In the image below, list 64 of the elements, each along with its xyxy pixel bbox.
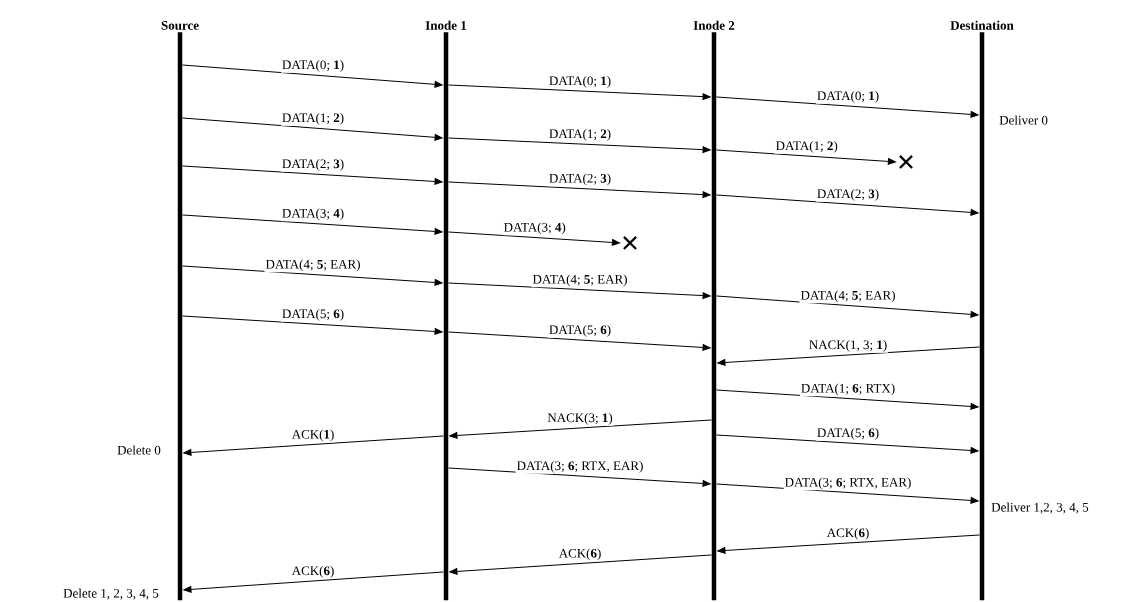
arrow <box>449 554 713 575</box>
edge-label: DATA(1; 2) <box>280 112 346 126</box>
edge-label: ACK(6) <box>557 547 603 562</box>
arrow <box>717 346 981 366</box>
arrow <box>717 534 981 554</box>
edge-label: ACK(1) <box>290 428 336 443</box>
arrow <box>715 483 979 504</box>
edge-label: DATA(2; 3) <box>280 158 346 172</box>
edge-label: DATA(2; 3) <box>547 172 613 187</box>
arrow <box>447 231 621 246</box>
arrow <box>715 389 979 410</box>
cross-mark <box>898 154 914 170</box>
arrow <box>181 265 443 286</box>
edge-label: DATA(4; 5; EAR) <box>799 289 897 304</box>
edge-label: DATA(3; 6; RTX, EAR) <box>515 460 645 474</box>
edge-label: DATA(1; 2) <box>774 140 839 154</box>
edge-label: DATA(3; 6; RTX, EAR) <box>783 476 913 491</box>
lifeline: Source <box>161 21 199 601</box>
edge-label: NACK(1, 3; 1) <box>807 339 889 353</box>
edge-label: DATA(5; 6) <box>547 324 613 338</box>
node-label: Destination <box>950 20 1014 30</box>
status-note: Delete 1, 2, 3, 4, 5 <box>63 588 159 600</box>
edge-label: DATA(1; 2) <box>547 128 613 142</box>
status-note: Deliver 0 <box>999 115 1048 125</box>
arrow <box>447 181 711 198</box>
status-note: Delete 0 <box>117 445 161 455</box>
edge-label: DATA(0; 1) <box>547 75 613 89</box>
edge-label: DATA(5; 6) <box>815 427 881 441</box>
arrow <box>447 84 711 100</box>
edge-label: NACK(3; 1) <box>546 412 614 426</box>
arrow <box>447 137 711 153</box>
edge-label: DATA(2; 3) <box>815 188 881 202</box>
node-label: Inode 1 <box>425 20 467 30</box>
arrow <box>183 435 445 456</box>
edge-label: DATA(0; 1) <box>815 90 881 104</box>
arrow <box>181 315 443 335</box>
arrow <box>715 434 979 454</box>
cross-mark <box>622 235 638 251</box>
edge-label: DATA(3; 4) <box>502 221 567 236</box>
lifeline: Inode 1 <box>425 20 467 601</box>
edge-label: ACK(6) <box>290 565 336 579</box>
arrow <box>449 419 713 439</box>
edge-label: DATA(5; 6) <box>280 308 346 322</box>
arrow <box>715 194 979 216</box>
edge-label: DATA(4; 5; EAR) <box>264 258 362 273</box>
arrow <box>181 64 443 88</box>
arrow <box>181 165 443 185</box>
node-label: Inode 2 <box>693 20 735 30</box>
edge-label: DATA(0; 1) <box>280 59 346 73</box>
arrow <box>447 282 711 299</box>
arrow <box>715 149 896 165</box>
arrow <box>181 117 443 141</box>
arrow <box>447 331 711 351</box>
arrow <box>715 96 979 118</box>
arrow <box>183 571 445 593</box>
arrow <box>715 295 979 318</box>
edge-label: DATA(3; 4) <box>280 207 346 222</box>
edge-label: DATA(1; 6; RTX) <box>799 382 897 397</box>
arrow <box>447 467 711 487</box>
node-label: Source <box>161 21 199 30</box>
edge-label: ACK(6) <box>825 527 871 541</box>
edge-label: DATA(4; 5; EAR) <box>531 273 629 288</box>
lifeline: Inode 2 <box>693 20 735 601</box>
arrow <box>181 214 443 235</box>
